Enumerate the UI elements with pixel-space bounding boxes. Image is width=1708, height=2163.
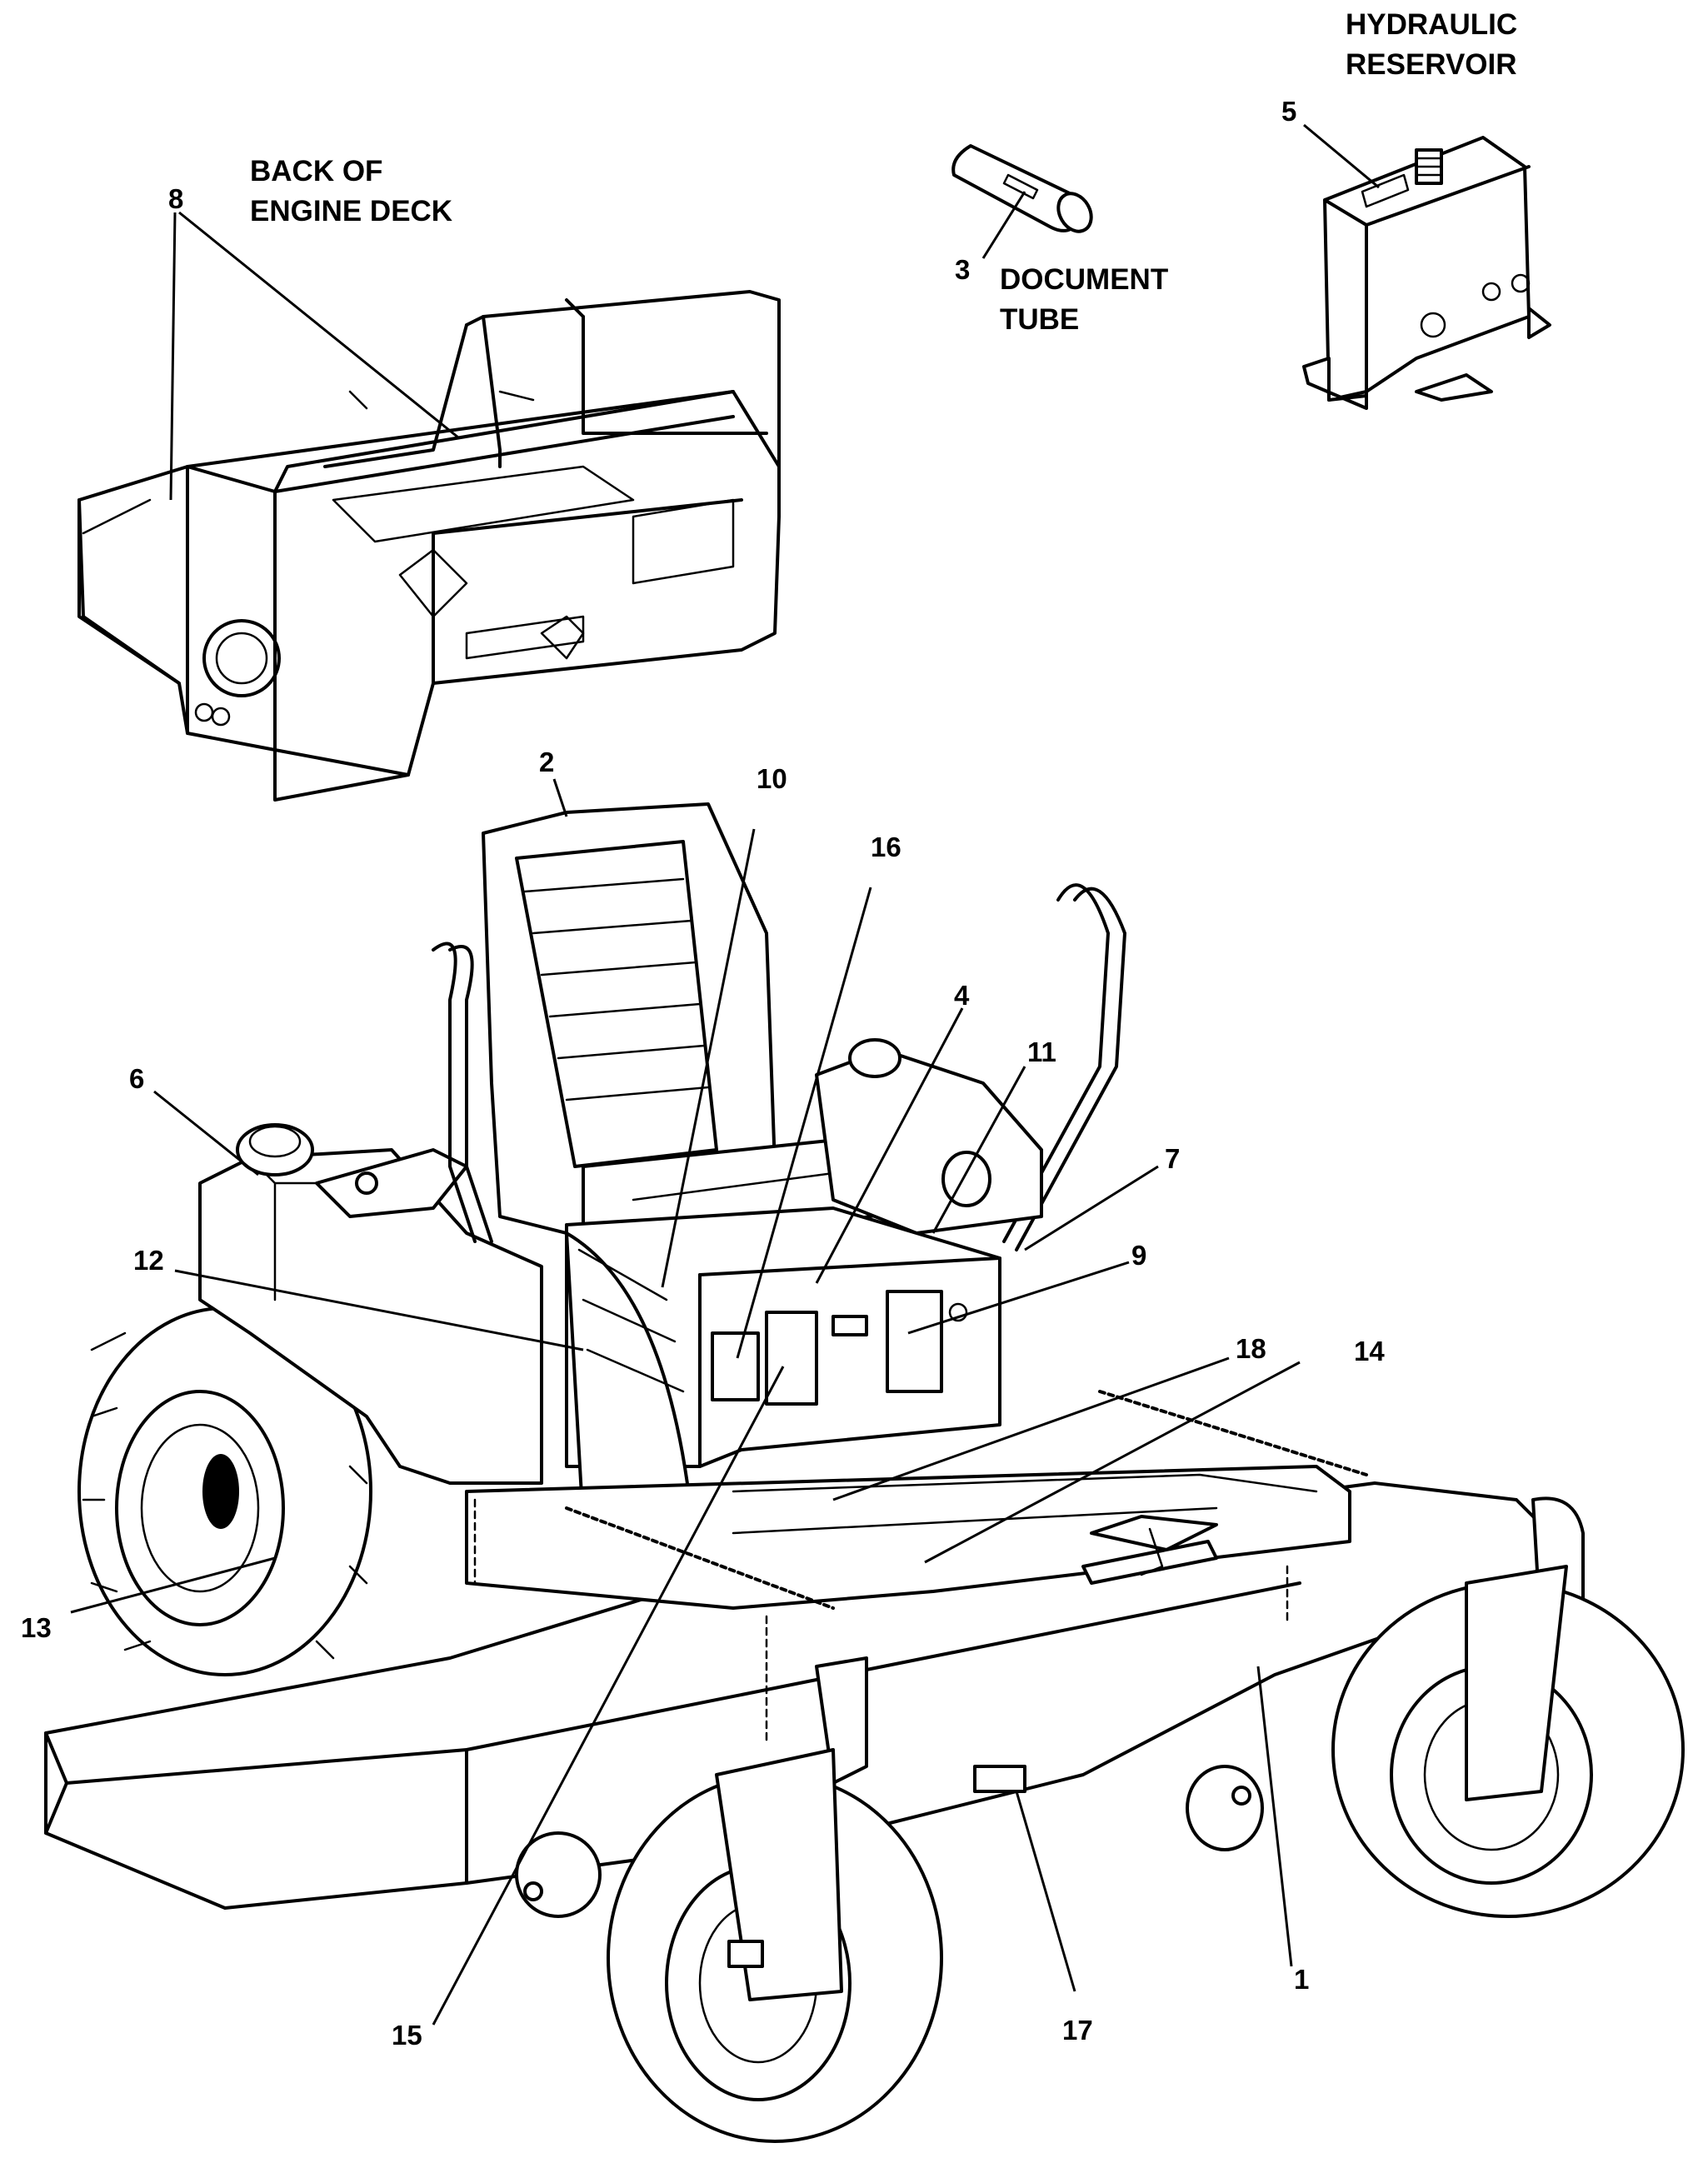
callout-14: 14 bbox=[1354, 1336, 1385, 1366]
left-rear-tire bbox=[77, 1306, 372, 1676]
engine-deck-illustration bbox=[77, 290, 781, 802]
callout-12: 12 bbox=[133, 1245, 164, 1276]
left-fuel-tank bbox=[198, 1148, 543, 1485]
document-tube-caption: DOCUMENT TUBE bbox=[1000, 263, 1169, 336]
engine-deck-caption: BACK OF ENGINE DECK bbox=[250, 155, 453, 227]
document-tube-illustration bbox=[951, 144, 1093, 233]
leader-lines bbox=[70, 123, 1380, 2026]
callout-7: 7 bbox=[1165, 1143, 1181, 1174]
callout-2: 2 bbox=[539, 747, 555, 777]
callout-6: 6 bbox=[129, 1063, 145, 1094]
callout-5: 5 bbox=[1281, 96, 1297, 127]
callout-10: 10 bbox=[757, 763, 787, 794]
callout-13: 13 bbox=[21, 1612, 52, 1643]
callout-16: 16 bbox=[871, 832, 901, 862]
callout-1: 1 bbox=[1294, 1964, 1310, 1995]
callout-17: 17 bbox=[1062, 2015, 1093, 2046]
callout-18: 18 bbox=[1236, 1333, 1266, 1364]
front-right-caster bbox=[1331, 1496, 1685, 1918]
hydraulic-reservoir-caption: HYDRAULIC RESERVOIR bbox=[1346, 8, 1518, 81]
front-left-caster bbox=[607, 1656, 943, 2143]
callout-9: 9 bbox=[1131, 1240, 1147, 1271]
callout-11: 11 bbox=[1027, 1037, 1056, 1067]
hydraulic-reservoir-illustration bbox=[1302, 136, 1551, 410]
callout-3: 3 bbox=[955, 254, 971, 285]
callout-4: 4 bbox=[954, 980, 970, 1011]
callout-8: 8 bbox=[168, 183, 184, 214]
mower-illustration bbox=[44, 802, 1685, 2143]
callout-15: 15 bbox=[392, 2020, 422, 2051]
